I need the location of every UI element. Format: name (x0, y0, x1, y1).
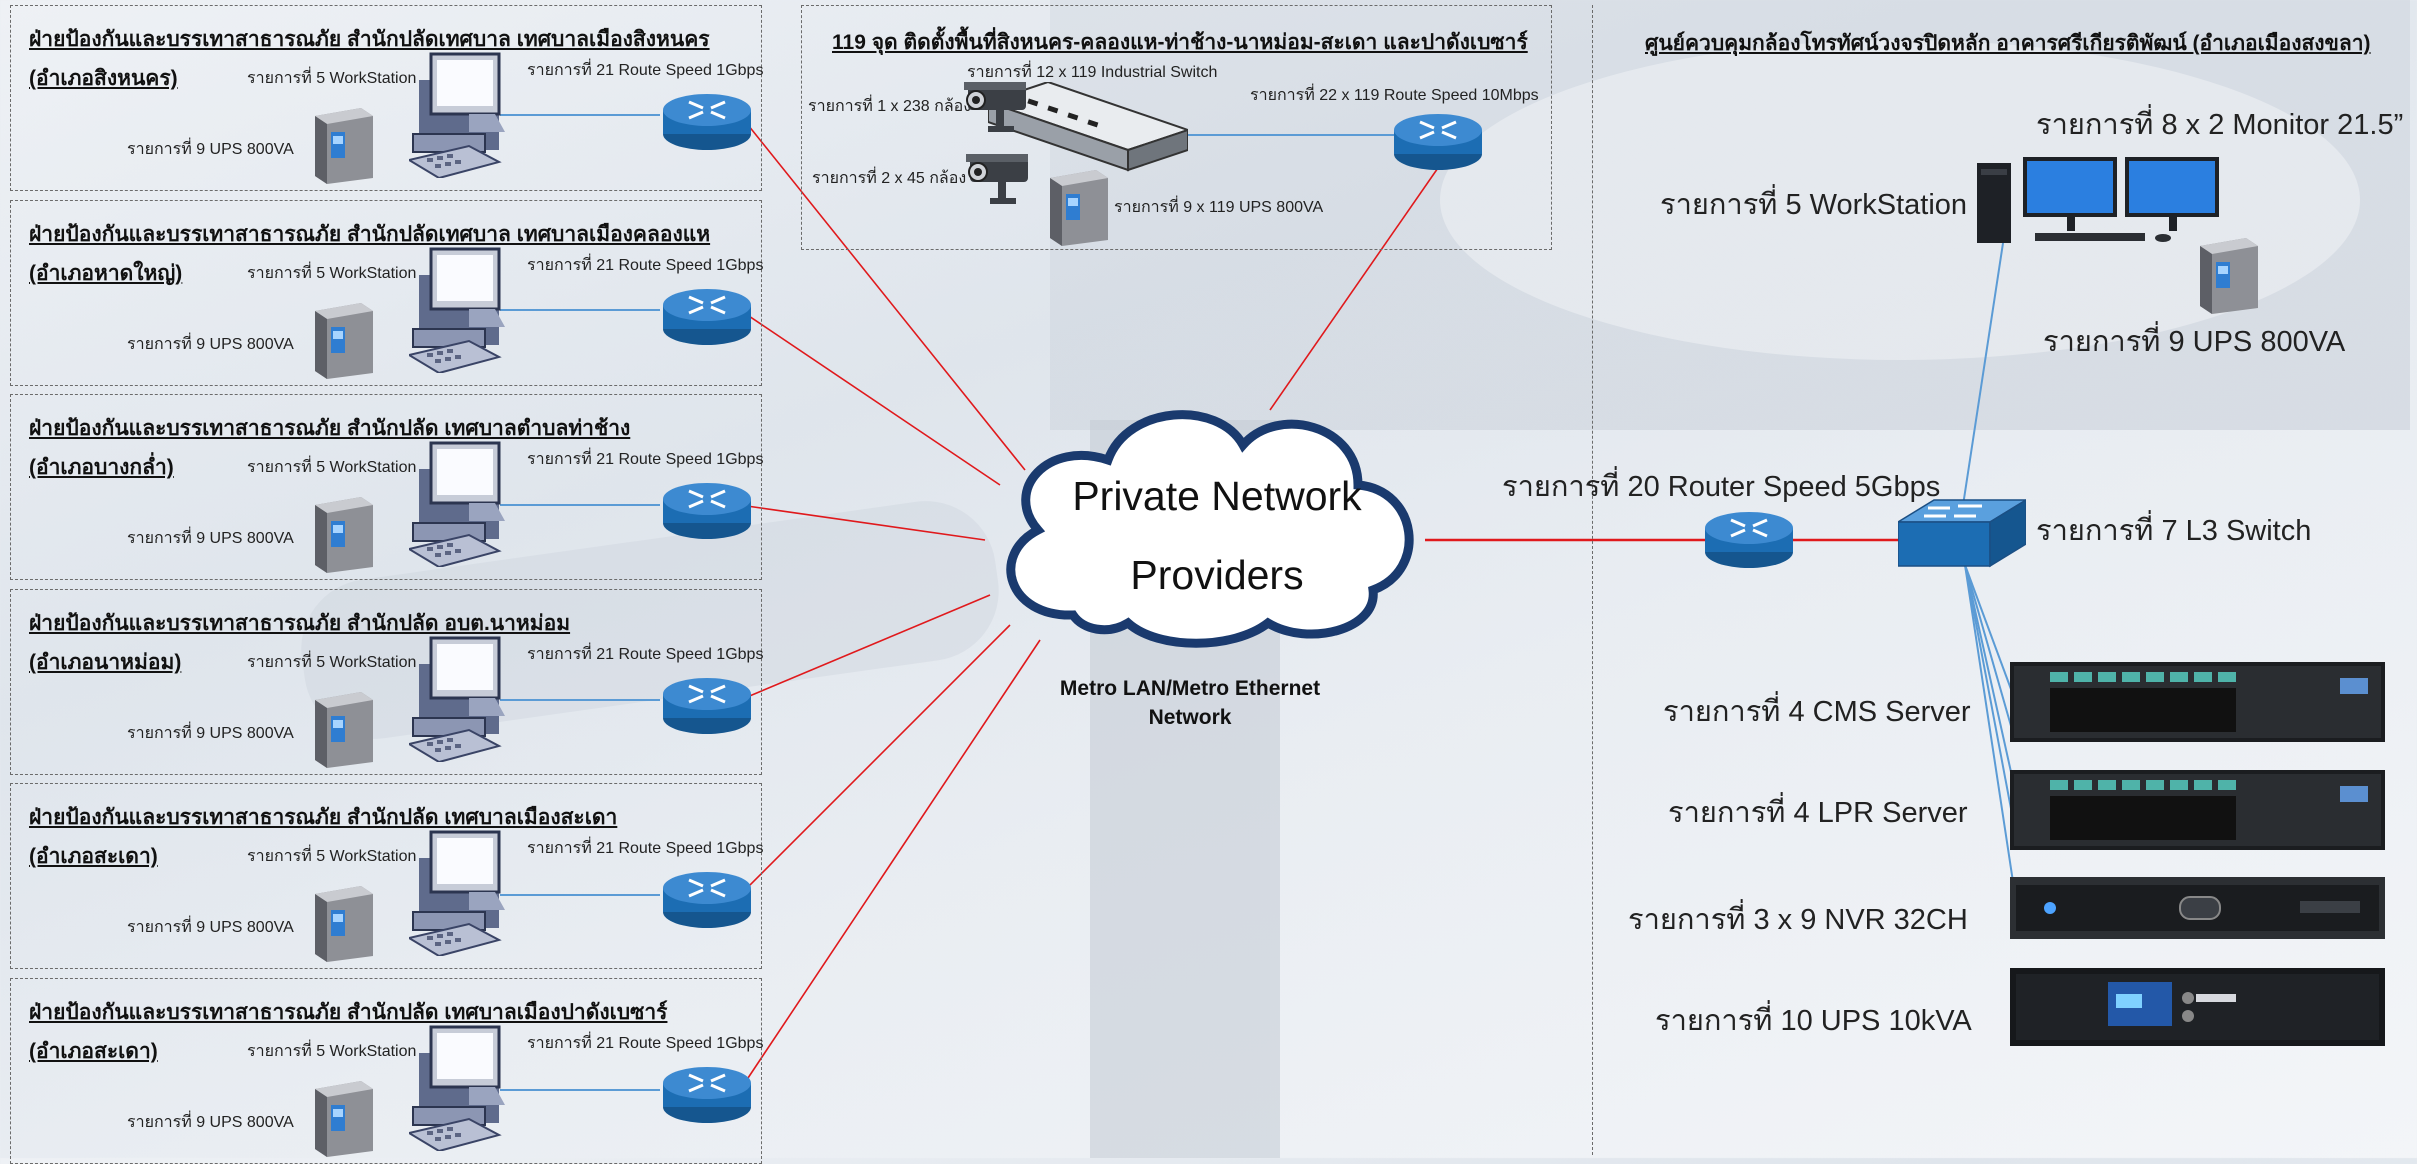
hq-router-label: รายการที่ 20 Router Speed 5Gbps (1502, 471, 1941, 503)
camera1-label: รายการที่ 1 x 238 กล้อง (808, 98, 972, 115)
router-icon (661, 479, 753, 546)
workstation-icon (406, 1023, 519, 1156)
site-title: ฝ่ายป้องกันและบรรเทาสาธารณภัย สำนักปลัด … (29, 417, 631, 440)
hq-l3-switch-icon (1895, 498, 2029, 575)
ups-label: รายการที่ 9 UPS 800VA (127, 725, 294, 742)
router-icon (661, 868, 753, 935)
ups-icon (307, 297, 379, 384)
nvr-icon (2010, 877, 2385, 944)
ups-label: รายการที่ 9 UPS 800VA (127, 1114, 294, 1131)
site-box-3: ฝ่ายป้องกันและบรรเทาสาธารณภัย สำนักปลัด … (10, 394, 764, 580)
router-label: รายการที่ 21 Route Speed 1Gbps (527, 451, 764, 468)
workstation-label: รายการที่ 5 WorkStation (247, 70, 417, 87)
field-sites-box: 119 จุด ติดตั้งพื้นที่สิงหนคร-คลองแห-ท่า… (801, 5, 1552, 250)
hq-lpr-label: รายการที่ 4 LPR Server (1668, 797, 1968, 829)
router-icon (661, 285, 753, 352)
router-icon (661, 674, 753, 741)
metro-label-line2: Network (1148, 706, 1232, 729)
router-label: รายการที่ 21 Route Speed 1Gbps (527, 257, 764, 274)
hq-workstation-icon (1975, 155, 2225, 250)
site-title: ฝ่ายป้องกันและบรรเทาสาธารณภัย สำนักปลัดเ… (29, 223, 711, 246)
ups-label: รายการที่ 9 UPS 800VA (127, 336, 294, 353)
cloud-label-line1: Private Network (1072, 473, 1362, 519)
site-district: (อำเภอสิงหนคร) (29, 67, 178, 90)
metro-label-line1: Metro LAN/Metro Ethernet (1059, 677, 1321, 700)
industrial-switch-label: รายการที่ 12 x 119 Industrial Switch (967, 64, 1218, 81)
router-icon (661, 90, 753, 157)
router-label: รายการที่ 21 Route Speed 1Gbps (527, 62, 764, 79)
hq-box (1592, 5, 2412, 1155)
hq-title: ศูนย์ควบคุมกล้องโทรทัศน์วงจรปิดหลัก อาคา… (1645, 32, 2371, 55)
site-district: (อำเภอบางกล่ำ) (29, 456, 174, 479)
ups-icon (307, 491, 379, 578)
hq-router-icon (1703, 508, 1795, 575)
site-box-6: ฝ่ายป้องกันและบรรเทาสาธารณภัย สำนักปลัด … (10, 978, 764, 1164)
ups-label: รายการที่ 9 UPS 800VA (127, 919, 294, 936)
hq-ups10k-label: รายการที่ 10 UPS 10kVA (1655, 1005, 1972, 1037)
router-label: รายการที่ 21 Route Speed 1Gbps (527, 1035, 764, 1052)
ups-icon (307, 102, 379, 189)
router-icon (661, 1063, 753, 1130)
ups-icon (307, 880, 379, 967)
router-label: รายการที่ 21 Route Speed 1Gbps (527, 840, 764, 857)
site-title: ฝ่ายป้องกันและบรรเทาสาธารณภัย สำนักปลัด … (29, 612, 571, 635)
hq-monitor-label: รายการที่ 8 x 2 Monitor 21.5” (2036, 109, 2404, 141)
camera2-label: รายการที่ 2 x 45 กล้อง (812, 170, 967, 187)
cms-server-icon (2010, 662, 2385, 747)
workstation-icon (406, 50, 519, 183)
field-ups-label: รายการที่ 9 x 119 UPS 800VA (1114, 199, 1324, 216)
ups-label: รายการที่ 9 UPS 800VA (127, 530, 294, 547)
field-ups-icon (1042, 164, 1114, 251)
ups-icon (307, 1075, 379, 1162)
hq-ups-icon (2192, 232, 2264, 319)
workstation-label: รายการที่ 5 WorkStation (247, 459, 417, 476)
site-district: (อำเภอนาหม่อม) (29, 651, 182, 674)
ups-label: รายการที่ 9 UPS 800VA (127, 141, 294, 158)
workstation-label: รายการที่ 5 WorkStation (247, 1043, 417, 1060)
workstation-icon (406, 245, 519, 378)
workstation-label: รายการที่ 5 WorkStation (247, 848, 417, 865)
site-title: ฝ่ายป้องกันและบรรเทาสาธารณภัย สำนักปลัด … (29, 806, 618, 829)
field-router-label: รายการที่ 22 x 119 Route Speed 10Mbps (1250, 87, 1539, 104)
lpr-server-icon (2010, 770, 2385, 855)
site-title: ฝ่ายป้องกันและบรรเทาสาธารณภัย สำนักปลัดเ… (29, 28, 710, 51)
site-box-4: ฝ่ายป้องกันและบรรเทาสาธารณภัย สำนักปลัด … (10, 589, 764, 775)
site-box-1: ฝ่ายป้องกันและบรรเทาสาธารณภัย สำนักปลัดเ… (10, 5, 764, 191)
hq-nvr-label: รายการที่ 3 x 9 NVR 32CH (1628, 904, 1968, 936)
hq-ups-label: รายการที่ 9 UPS 800VA (2043, 326, 2346, 358)
workstation-label: รายการที่ 5 WorkStation (247, 654, 417, 671)
field-title: 119 จุด ติดตั้งพื้นที่สิงหนคร-คลองแห-ท่า… (832, 31, 1528, 54)
router-label: รายการที่ 21 Route Speed 1Gbps (527, 646, 764, 663)
workstation-icon (406, 634, 519, 767)
site-district: (อำเภอหาดใหญ่) (29, 262, 183, 285)
workstation-icon (406, 828, 519, 961)
hq-switch-label: รายการที่ 7 L3 Switch (2036, 515, 2312, 547)
hq-cms-label: รายการที่ 4 CMS Server (1663, 696, 1971, 728)
site-district: (อำเภอสะเดา) (29, 1040, 158, 1063)
field-router-icon (1392, 110, 1484, 177)
camera1-icon (962, 80, 1032, 141)
site-box-2: ฝ่ายป้องกันและบรรเทาสาธารณภัย สำนักปลัดเ… (10, 200, 764, 386)
camera2-icon (964, 152, 1034, 213)
site-title: ฝ่ายป้องกันและบรรเทาสาธารณภัย สำนักปลัด … (29, 1001, 668, 1024)
site-district: (อำเภอสะเดา) (29, 845, 158, 868)
ups10k-icon (2010, 968, 2385, 1051)
workstation-icon (406, 439, 519, 572)
ups-icon (307, 686, 379, 773)
hq-workstation-label: รายการที่ 5 WorkStation (1660, 189, 1968, 221)
workstation-label: รายการที่ 5 WorkStation (247, 265, 417, 282)
cloud-icon (978, 385, 1438, 660)
cloud-label-line2: Providers (1130, 552, 1304, 598)
site-box-5: ฝ่ายป้องกันและบรรเทาสาธารณภัย สำนักปลัด … (10, 783, 764, 969)
